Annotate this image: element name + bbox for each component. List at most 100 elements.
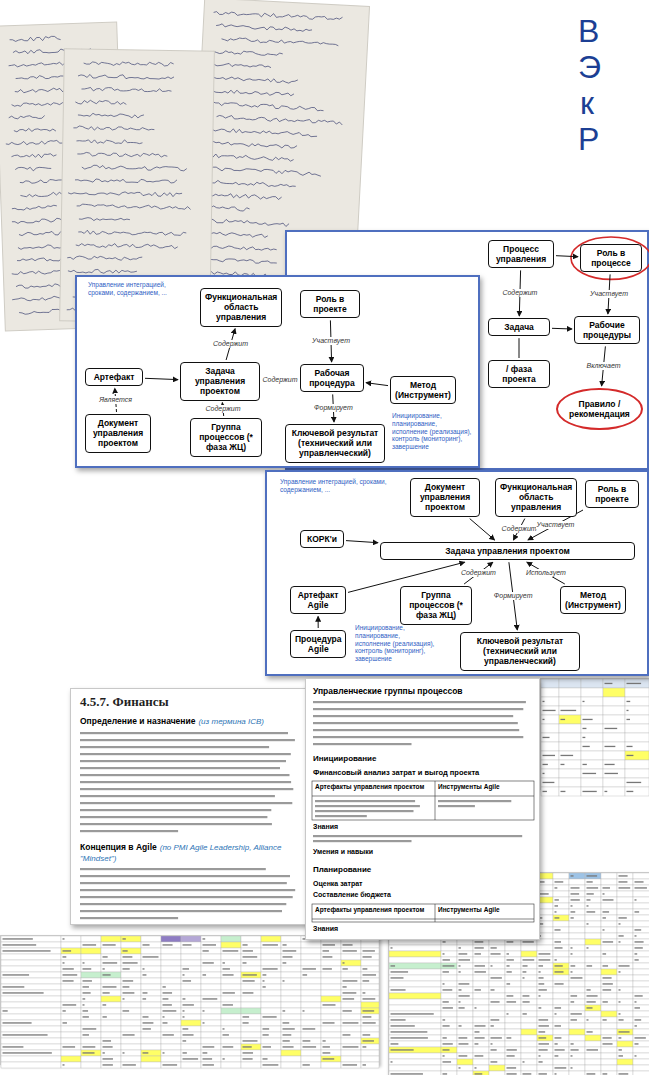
table-cell [473, 933, 489, 939]
cell-text-mark [103, 1040, 112, 1041]
table-cell [489, 885, 505, 891]
handwriting-stroke [207, 153, 294, 161]
cell-text-mark [619, 1073, 629, 1074]
handwriting-stroke [78, 230, 186, 236]
table-cell [1, 978, 61, 984]
cell-text-mark [123, 998, 125, 999]
cell-text-mark [123, 956, 133, 957]
table-cell [101, 984, 121, 990]
table-cell [101, 1002, 121, 1008]
table-cell [489, 981, 505, 987]
table-cell [553, 993, 569, 999]
cell-text-mark [183, 998, 186, 999]
table-cell [281, 960, 301, 966]
table-cell [473, 891, 489, 897]
table-cell [537, 927, 553, 933]
table-cell [553, 1071, 569, 1075]
table-cell [489, 975, 505, 981]
cell-text-mark [123, 950, 128, 951]
table-cell [181, 1020, 201, 1026]
table-cell [521, 945, 537, 951]
table-cell [261, 1026, 281, 1032]
table-cell [241, 948, 261, 954]
handwriting-stroke [68, 191, 182, 197]
table-cell [633, 927, 649, 933]
table-cell [181, 954, 201, 960]
table-cell [625, 742, 649, 751]
table-cell [617, 939, 633, 945]
table-cell [581, 679, 603, 688]
cell-text-mark [475, 1067, 477, 1068]
table-cell [601, 915, 617, 921]
handwriting-stroke [205, 244, 277, 252]
table-cell [441, 1029, 457, 1035]
table-cell [441, 987, 457, 993]
table-cell [601, 969, 617, 975]
table-cell [441, 897, 457, 903]
cell-text-mark [243, 944, 248, 945]
cell-text-mark [603, 965, 609, 966]
table-cell [389, 915, 441, 921]
table-cell [521, 1023, 537, 1029]
connector-label: Формирует [313, 404, 354, 412]
concept-box: Метод (Инструмент) [390, 376, 456, 404]
cell-text-mark [475, 1007, 477, 1008]
table-cell [341, 1008, 361, 1014]
table-cell [141, 1008, 161, 1014]
table-cell [341, 972, 361, 978]
cell-text-mark [123, 980, 134, 981]
table-cell [553, 903, 569, 909]
cell-text-mark [635, 929, 642, 930]
cell-text-mark [223, 1034, 229, 1035]
table-cell [537, 1065, 553, 1071]
table-cell [603, 769, 625, 778]
cell-text-mark [587, 1073, 596, 1074]
table-cell [181, 936, 201, 942]
table-cell [457, 981, 473, 987]
cell-text-mark [303, 938, 306, 939]
table-cell [569, 1029, 585, 1035]
table-cell [161, 1050, 181, 1056]
cell-text-mark [143, 992, 148, 993]
table-cell [201, 1026, 221, 1032]
table-cell [221, 972, 241, 978]
cell-text-mark [263, 1058, 268, 1059]
table-cell [61, 1002, 81, 1008]
cell-text-mark [571, 887, 580, 888]
connector-label: Содержит [501, 289, 538, 297]
table-cell [181, 1014, 201, 1020]
table-cell [1, 1026, 61, 1032]
connector-label: Участвует [589, 290, 629, 298]
table-cell [221, 1008, 241, 1014]
table-cell [1, 1056, 61, 1062]
table-cell [521, 915, 537, 921]
table-cell [101, 1020, 121, 1026]
table-cell [473, 1035, 489, 1041]
table-cell [301, 942, 321, 948]
cell-text-mark [603, 1073, 608, 1074]
table-cell [161, 966, 181, 972]
connector-label: Содержит [460, 569, 497, 577]
table-cell [241, 954, 261, 960]
table-cell [161, 972, 181, 978]
table-cell [141, 1038, 161, 1044]
cell-text-mark [491, 965, 493, 966]
table-cell [505, 1071, 521, 1075]
table-cell [505, 993, 521, 999]
text-line [438, 800, 511, 802]
table-cell [541, 715, 559, 724]
node-label: Роль в проекте [305, 294, 355, 314]
text-run: Составление бюджета [313, 891, 391, 898]
table-cell [1, 1038, 61, 1044]
table-cell [141, 1032, 161, 1038]
cell-text-mark [183, 1052, 187, 1053]
table-cell [281, 948, 301, 954]
table-cell [389, 921, 441, 927]
concept-box: Метод (Инструмент) [560, 586, 626, 614]
slide-text: Артефакты управления проектом [315, 906, 433, 914]
table-cell [489, 873, 505, 879]
table-cell [61, 966, 81, 972]
cell-text-mark [507, 917, 516, 918]
table-cell [389, 939, 441, 945]
table-cell [201, 984, 221, 990]
